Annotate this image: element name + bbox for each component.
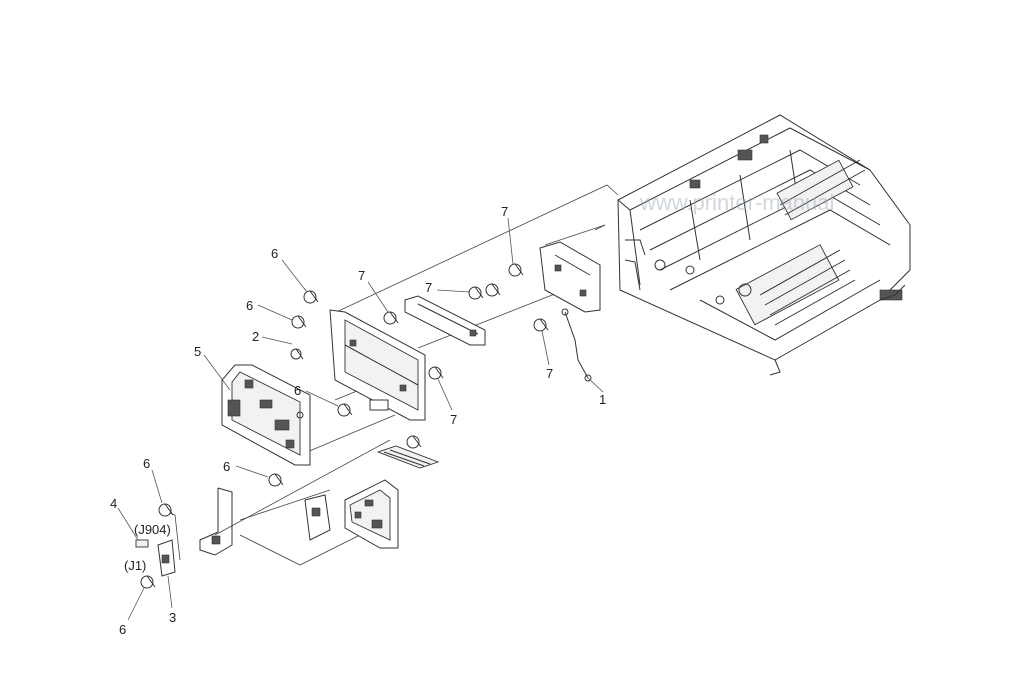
watermark-text: www.printer-manual: [639, 190, 834, 215]
screw-10: [485, 283, 501, 297]
screw-5: [268, 473, 284, 487]
printer-chassis: www.printer-manual: [617, 114, 911, 376]
screws: [140, 263, 549, 589]
connector-label-j1: (J1): [124, 558, 146, 573]
small-board: [157, 539, 176, 577]
screw-1: [303, 290, 319, 304]
controller-pcb: [221, 364, 311, 466]
callout-7: 7: [425, 280, 432, 295]
frame-bracket: [329, 309, 426, 421]
callout-4: 4: [110, 496, 117, 511]
lower-bracket: [344, 479, 399, 549]
vertical-bracket: [199, 487, 233, 556]
screw-12: [533, 318, 549, 332]
screw-6: [158, 503, 174, 517]
callout-6: 6: [246, 298, 253, 313]
callout-6: 6: [294, 383, 301, 398]
connector: [135, 539, 149, 548]
screw-11: [508, 263, 524, 277]
screw-4: [337, 403, 353, 417]
ground-wire: [561, 308, 592, 382]
callout-6: 6: [119, 622, 126, 637]
screw-7: [140, 575, 156, 589]
screw-13: [428, 366, 444, 380]
callout-3: 3: [169, 610, 176, 625]
leader-lines: [117, 217, 604, 621]
screw-3: [290, 348, 304, 360]
screw-8: [383, 311, 399, 325]
screw-14: [406, 435, 422, 449]
side-plate: [539, 241, 601, 313]
callout-7: 7: [501, 204, 508, 219]
callout-2: 2: [252, 329, 259, 344]
screw-9: [468, 286, 484, 300]
flat-cable: [376, 445, 440, 469]
callout-7: 7: [546, 366, 553, 381]
small-plate: [304, 494, 331, 541]
callout-labels: 6 6 2 5 6 6 6 4 (J904) (J1) 6 3 7 7 7 7 …: [110, 204, 606, 637]
top-bracket: [404, 295, 486, 346]
screw-2: [291, 315, 307, 329]
callout-1: 1: [599, 392, 606, 407]
callout-6: 6: [143, 456, 150, 471]
callout-6: 6: [271, 246, 278, 261]
callout-7: 7: [450, 412, 457, 427]
callout-6: 6: [223, 459, 230, 474]
callout-7: 7: [358, 268, 365, 283]
callout-5: 5: [194, 344, 201, 359]
connector-label-j904: (J904): [134, 522, 171, 537]
